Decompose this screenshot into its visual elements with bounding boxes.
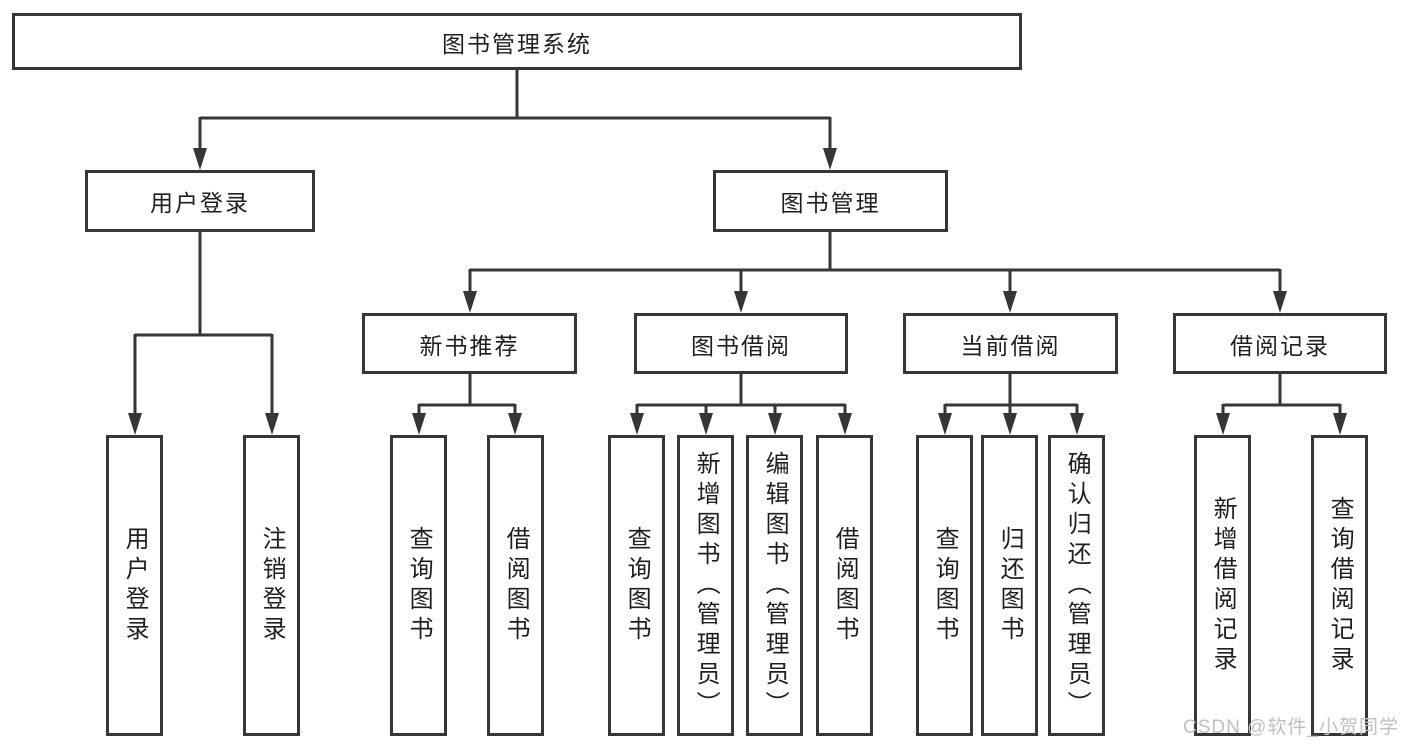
connector-recommend-children: [417, 374, 517, 415]
csdn-watermark: CSDN @软件_小贺同学: [1183, 717, 1399, 738]
leaf-recommend-borrow-books-label: 借阅图书: [502, 525, 530, 646]
connector-root-to-level2: [198, 70, 832, 150]
leaf-borrow-books-label: 借阅图书: [831, 525, 859, 646]
node-user-login-label: 用户登录: [150, 190, 250, 216]
leaf-return-books-label: 归还图书: [996, 525, 1024, 646]
leaf-confirm-return-admin-label: 确认归还（管理员）: [1063, 450, 1091, 721]
node-current-borrow-label: 当前借阅: [960, 332, 1061, 359]
leaf-logout-label: 注销登录: [258, 525, 286, 646]
leaf-current-query-books-label: 查询图书: [931, 525, 959, 646]
node-book-management-label: 图书管理: [780, 190, 881, 216]
leaf-add-books-admin: 新增图书（管理员）: [677, 435, 734, 736]
node-new-book-recommend-label: 新书推荐: [419, 332, 520, 359]
leaf-user-login-label: 用户登录: [121, 525, 149, 646]
connector-records-children: [1221, 374, 1342, 415]
leaf-add-books-admin-label: 新增图书（管理员）: [692, 450, 720, 721]
leaf-add-borrow-record: 新增借阅记录: [1194, 435, 1251, 736]
connector-current-borrow-children: [943, 374, 1079, 415]
leaf-edit-books-admin-label: 编辑图书（管理员）: [761, 450, 789, 721]
node-user-login: 用户登录: [85, 170, 315, 232]
connector-user-login-children: [133, 232, 274, 415]
node-borrow-records: 借阅记录: [1173, 313, 1387, 374]
leaf-edit-books-admin: 编辑图书（管理员）: [746, 435, 803, 736]
arrowheads-level3: [463, 291, 1287, 313]
leaf-return-books: 归还图书: [981, 435, 1038, 736]
leaf-borrow-books: 借阅图书: [816, 435, 873, 736]
leaf-borrow-query-books-label: 查询图书: [623, 525, 651, 646]
leaf-query-borrow-record-label: 查询借阅记录: [1326, 495, 1354, 676]
node-current-borrow: 当前借阅: [903, 313, 1118, 374]
leaf-recommend-query-books-label: 查询图书: [405, 525, 433, 646]
leaf-confirm-return-admin: 确认归还（管理员）: [1048, 435, 1105, 736]
node-root-system-label: 图书管理系统: [442, 30, 592, 57]
leaf-current-query-books: 查询图书: [916, 435, 973, 736]
node-new-book-recommend: 新书推荐: [362, 313, 577, 374]
arrowheads-level4: [412, 413, 1347, 435]
node-book-management: 图书管理: [713, 170, 948, 232]
node-borrow-records-label: 借阅记录: [1230, 332, 1330, 359]
leaf-logout: 注销登录: [243, 435, 300, 736]
leaf-add-borrow-record-label: 新增借阅记录: [1209, 495, 1237, 676]
node-book-borrow-label: 图书借阅: [691, 332, 791, 359]
leaf-query-borrow-record: 查询借阅记录: [1311, 435, 1368, 736]
arrowheads-level2: [193, 148, 837, 170]
leaf-recommend-borrow-books: 借阅图书: [487, 435, 544, 736]
leaf-recommend-query-books: 查询图书: [390, 435, 447, 736]
node-root-system: 图书管理系统: [12, 13, 1022, 70]
leaf-user-login: 用户登录: [106, 435, 163, 736]
node-book-borrow: 图书借阅: [634, 313, 848, 374]
connector-borrow-children: [635, 374, 847, 415]
arrowheads-user-login-children: [128, 413, 279, 435]
connector-book-mgmt-to-level3: [468, 232, 1282, 293]
leaf-borrow-query-books: 查询图书: [608, 435, 665, 736]
